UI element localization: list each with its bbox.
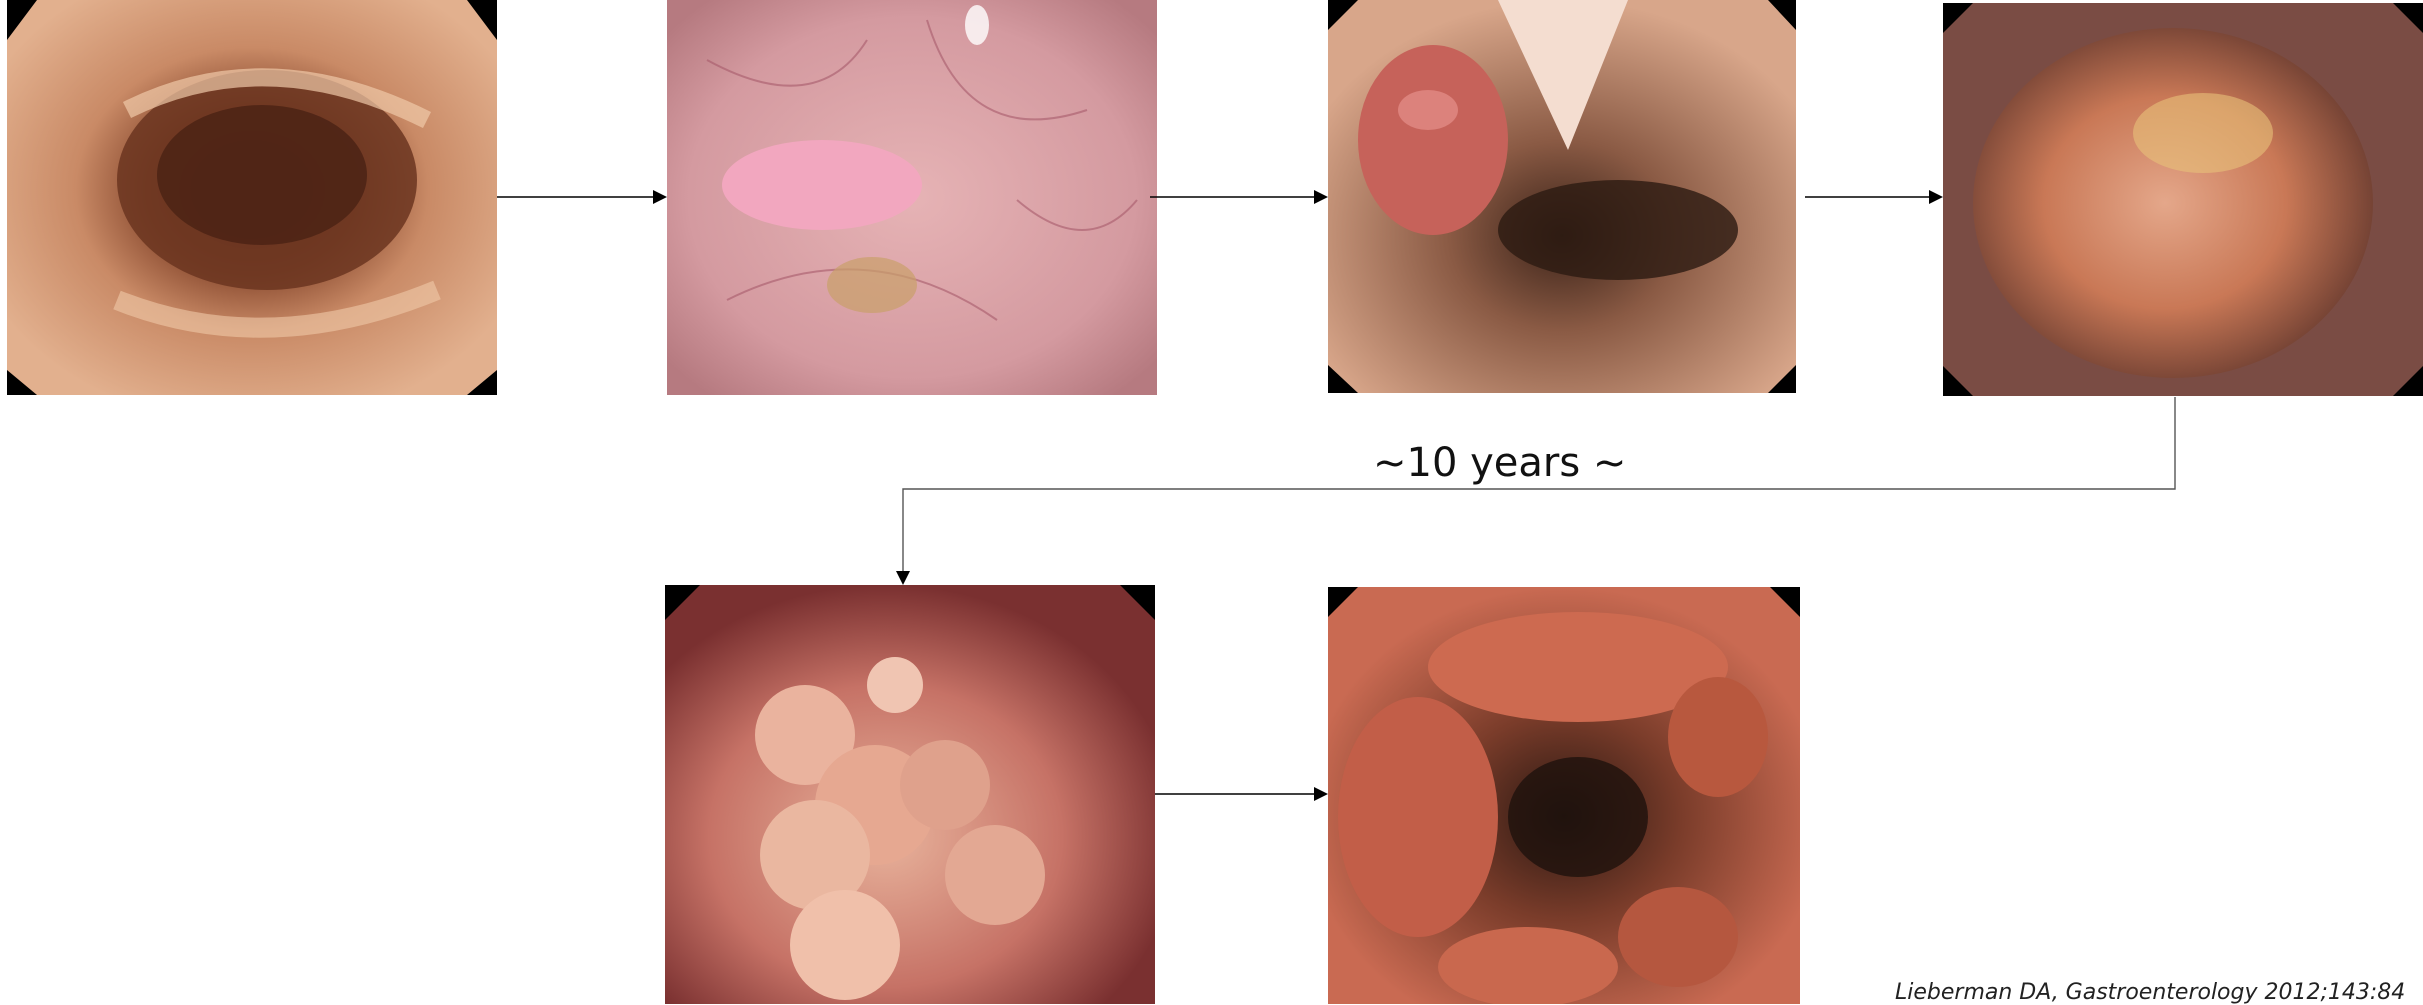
flat-lesion-image: [667, 0, 1157, 395]
interval-label: ~10 years ~: [1373, 440, 1626, 486]
advanced-adenoma-image: [665, 585, 1155, 1004]
large-polyp-image: [1943, 3, 2423, 396]
pedunculated-polyp-image: [1328, 0, 1796, 393]
arrow-4-to-5: [903, 397, 2175, 583]
normal-colon-image: [7, 0, 497, 395]
carcinoma-image: [1328, 587, 1800, 1004]
citation-text: Lieberman DA, Gastroenterology 2012;143:…: [1895, 980, 2405, 1005]
